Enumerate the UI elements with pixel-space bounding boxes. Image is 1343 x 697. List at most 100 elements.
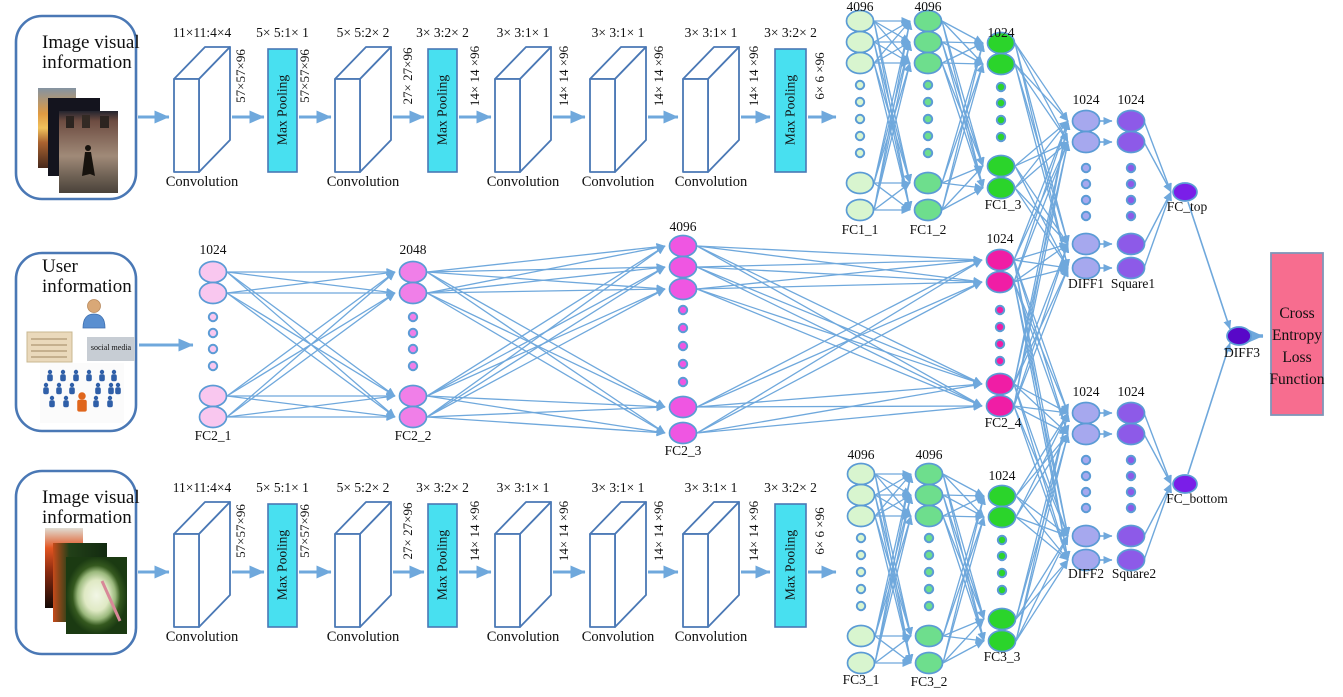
edge-line	[942, 495, 985, 517]
fc-neuron-dot	[994, 355, 1006, 367]
fc-neuron-dot	[855, 566, 867, 578]
crowd-person-body	[99, 374, 105, 382]
loss-box-text: Cross	[1279, 305, 1314, 322]
fc-neuron	[846, 462, 876, 486]
fc-neuron	[987, 484, 1017, 508]
conv-kernel-label: 5× 5:2× 2	[337, 480, 390, 495]
fc-neuron-dot	[407, 311, 419, 323]
edge-line	[426, 403, 666, 418]
edge-line	[942, 618, 985, 664]
max-pooling-rect	[774, 48, 807, 173]
fc-neuron-dot	[677, 376, 689, 388]
edge-line	[1013, 383, 1069, 537]
square-to-fcbottom-edge	[1143, 433, 1172, 485]
max-pooling-caption: Max Pooling	[275, 75, 290, 145]
fc-neuron-dot	[1125, 178, 1137, 190]
crowd-person-body	[86, 374, 92, 382]
fc-neuron	[986, 52, 1016, 76]
fc-neuron	[1116, 422, 1146, 446]
fc-neuron	[985, 372, 1015, 396]
input-box-title: information	[42, 276, 132, 297]
merge-neuron	[1226, 326, 1252, 346]
edge-line	[696, 256, 983, 268]
edge-line	[696, 288, 983, 407]
fc-neuron	[845, 171, 875, 195]
fc-neuron	[398, 384, 428, 408]
edge-line	[1013, 383, 1069, 414]
fc-neuron	[1116, 548, 1146, 572]
feature-dim-label: 57×57×96	[233, 49, 248, 103]
edge-line	[426, 271, 666, 408]
edge-line	[874, 473, 912, 517]
fcbottom-to-diff3-edge	[1187, 342, 1232, 475]
fc-neuron-dot	[1125, 470, 1137, 482]
fc-neuron-dot	[923, 532, 935, 544]
fc-neuron	[1116, 130, 1146, 154]
edge-line	[942, 516, 986, 637]
fc-neuron-dot	[207, 360, 219, 372]
fc-neuron	[1116, 256, 1146, 280]
layer-name-label: Square2	[1112, 566, 1156, 581]
conv-front-face	[494, 533, 521, 628]
social-media-icon	[87, 337, 135, 361]
fc-neuron	[985, 394, 1015, 418]
edge-line	[1014, 187, 1069, 269]
fc-neuron-dot	[207, 327, 219, 339]
max-pooling-block: 5× 5:1× 1 Max Pooling	[256, 25, 309, 173]
fc-neuron-dot	[1080, 178, 1092, 190]
layer-size-label: 1024	[987, 231, 1014, 246]
fc-neuron-dot	[1080, 470, 1092, 482]
feature-dim-label: 27× 27×96	[400, 502, 415, 559]
person-icon-body	[82, 313, 106, 329]
pool-kernel-label: 5× 5:1× 1	[256, 25, 309, 40]
edge-line	[1015, 412, 1069, 497]
fc-neuron-dot	[407, 360, 419, 372]
pool-kernel-label: 3× 3:2× 2	[416, 25, 469, 40]
fc-neuron	[845, 30, 875, 54]
fc-neuron	[398, 405, 428, 429]
conv-front-face	[173, 78, 200, 173]
fc-neuron-dot	[677, 322, 689, 334]
window-shape	[66, 116, 74, 128]
fc-neuron	[986, 154, 1016, 178]
fc-neuron-dot	[922, 147, 934, 159]
fc-neuron-dot	[994, 304, 1006, 316]
max-pooling-rect	[427, 48, 458, 173]
fc-neuron	[1071, 130, 1101, 154]
input-box-title: information	[42, 507, 132, 528]
fctop-to-diff3-edge	[1187, 201, 1232, 330]
crowd-person-head	[43, 382, 49, 388]
fc-neuron	[846, 624, 876, 648]
edge-line	[226, 271, 396, 418]
edge-line	[426, 288, 666, 418]
fc-neuron-dot	[407, 343, 419, 355]
edge-line	[1013, 243, 1070, 407]
fc-neuron-dot	[1080, 162, 1092, 174]
edge-line	[226, 292, 396, 418]
crowd-person-head	[49, 395, 55, 401]
conv-front-face	[682, 78, 709, 173]
pool-kernel-label: 3× 3:2× 2	[764, 480, 817, 495]
edge-line	[873, 62, 912, 211]
edge-line	[942, 495, 986, 664]
edge-line	[696, 288, 983, 386]
crowd-person-head	[73, 369, 79, 375]
fc-neuron	[914, 462, 944, 486]
crowd-person-head	[108, 382, 114, 388]
fc-neuron	[1071, 232, 1101, 256]
fc-neuron	[398, 260, 428, 284]
edge-line	[874, 515, 913, 664]
fc-neuron	[914, 624, 944, 648]
edge-line	[226, 393, 396, 418]
conv-kernel-label: 11×11:4×4	[173, 480, 232, 495]
edge-line	[1015, 559, 1069, 642]
layer-name-label: FC1_3	[985, 197, 1022, 212]
fc-neuron-dot	[923, 549, 935, 561]
